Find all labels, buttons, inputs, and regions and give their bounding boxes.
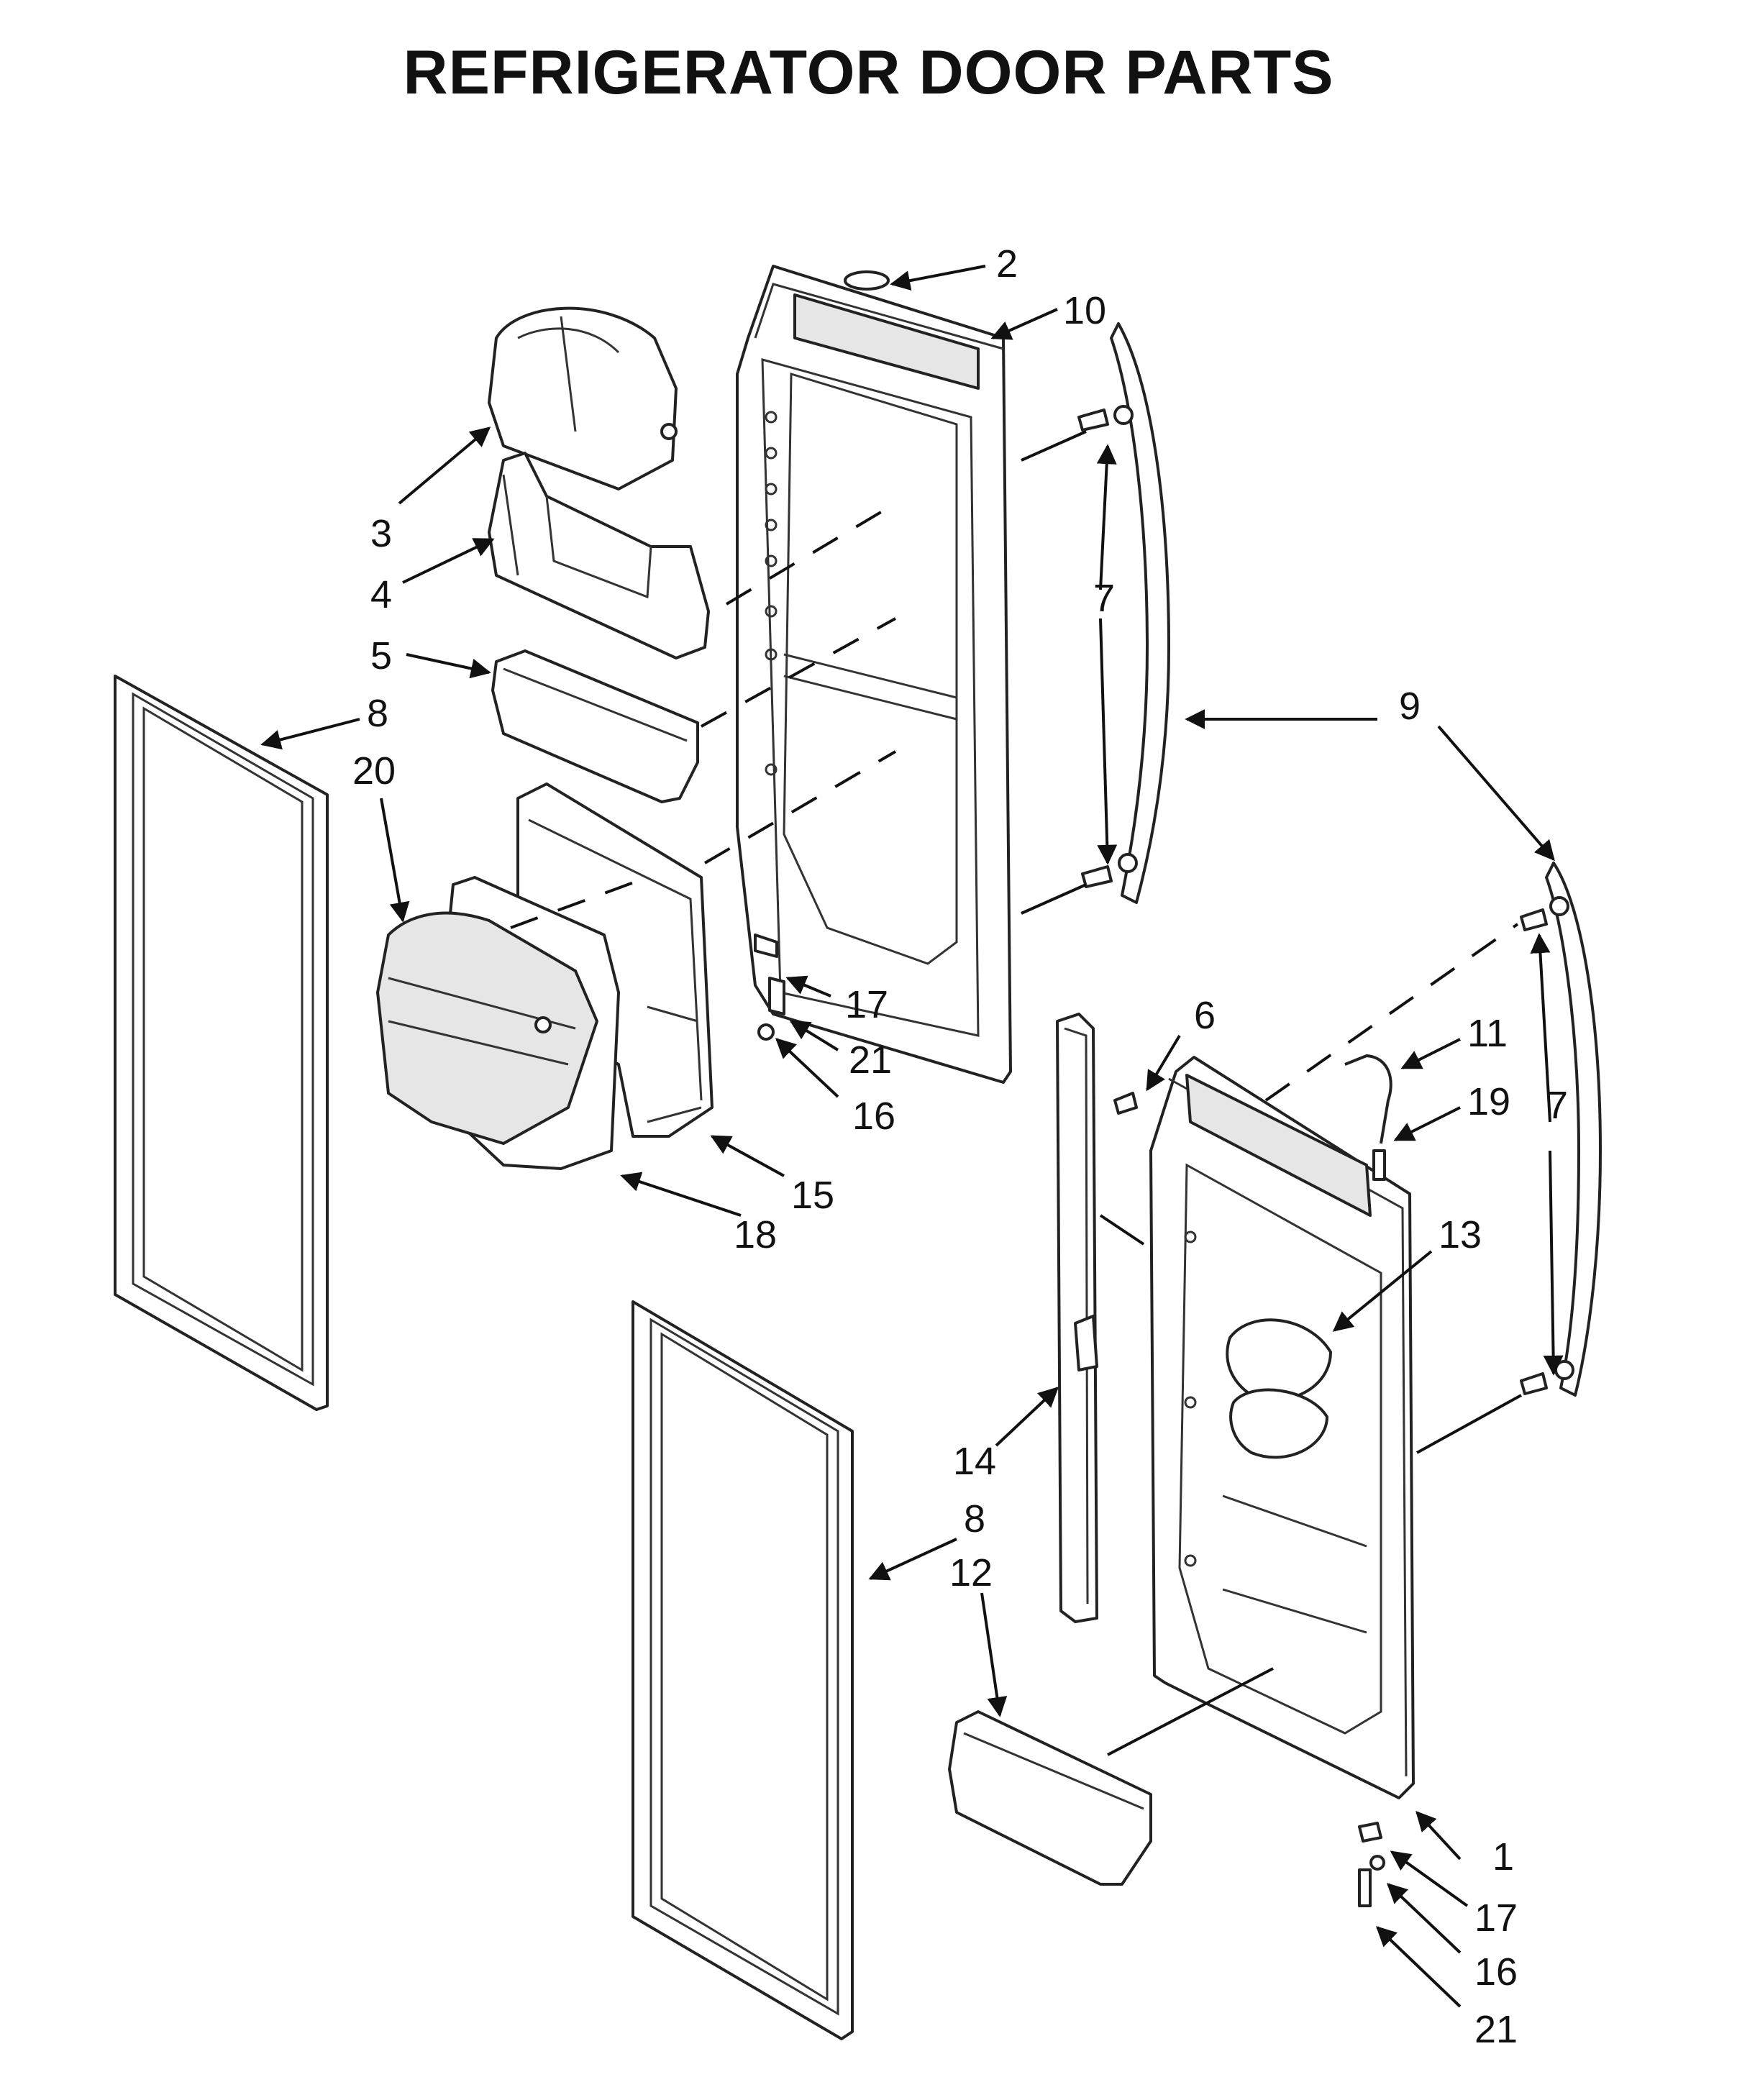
callout-16: 16 — [852, 1095, 895, 1138]
callout-4: 4 — [370, 573, 392, 616]
assembly-guide-lines — [510, 430, 1522, 1756]
callout-20: 20 — [352, 749, 396, 793]
door-bin-part-5 — [491, 649, 699, 803]
callout-14: 14 — [953, 1440, 996, 1483]
callout-13: 13 — [1439, 1213, 1482, 1256]
callout-6: 6 — [1194, 994, 1216, 1037]
callout-21: 21 — [849, 1038, 892, 1082]
callout-8-lower: 8 — [964, 1497, 985, 1540]
callout-15: 15 — [791, 1174, 834, 1217]
callout-5: 5 — [370, 634, 392, 677]
leader-lines — [260, 265, 1564, 2008]
callout-11: 11 — [1467, 1012, 1508, 1055]
flipper-mullion-part-14 — [1056, 1013, 1098, 1623]
callout-19: 19 — [1467, 1080, 1510, 1123]
callout-7: 7 — [1093, 577, 1115, 620]
callout-3: 3 — [370, 512, 392, 555]
door-gasket-left — [114, 675, 329, 1411]
callout-21-lower: 21 — [1474, 2008, 1518, 2051]
page-title: REFRIGERATOR DOOR PARTS — [403, 38, 1334, 107]
door-bin-part-12 — [948, 1710, 1152, 1886]
door-bin-part-4 — [488, 452, 710, 659]
callout-labels: 2 10 3 4 5 8 20 7 9 17 21 16 15 18 6 11 … — [352, 242, 1568, 2051]
right-door-liner — [1149, 1056, 1415, 1799]
callout-17: 17 — [845, 983, 888, 1026]
callout-1: 1 — [1492, 1835, 1514, 1878]
callout-2: 2 — [996, 242, 1018, 286]
callout-8: 8 — [367, 692, 388, 735]
callout-10: 10 — [1063, 289, 1106, 332]
ice-bin-cover — [488, 306, 678, 490]
callout-9: 9 — [1399, 685, 1421, 728]
left-door-liner — [736, 265, 1012, 1084]
callout-7-right: 7 — [1546, 1084, 1568, 1127]
callout-12: 12 — [949, 1551, 993, 1594]
callout-16-lower: 16 — [1474, 1950, 1518, 1994]
door-cap-part-2 — [844, 270, 890, 291]
ice-dispenser-front-part-20 — [376, 911, 598, 1145]
callout-18: 18 — [734, 1213, 777, 1256]
right-door-handle — [1520, 862, 1602, 1397]
door-gasket-center — [632, 1300, 854, 2040]
callout-17-lower: 17 — [1474, 1896, 1518, 1940]
left-door-handle — [1077, 322, 1170, 904]
hinge-hardware — [754, 933, 1392, 1907]
